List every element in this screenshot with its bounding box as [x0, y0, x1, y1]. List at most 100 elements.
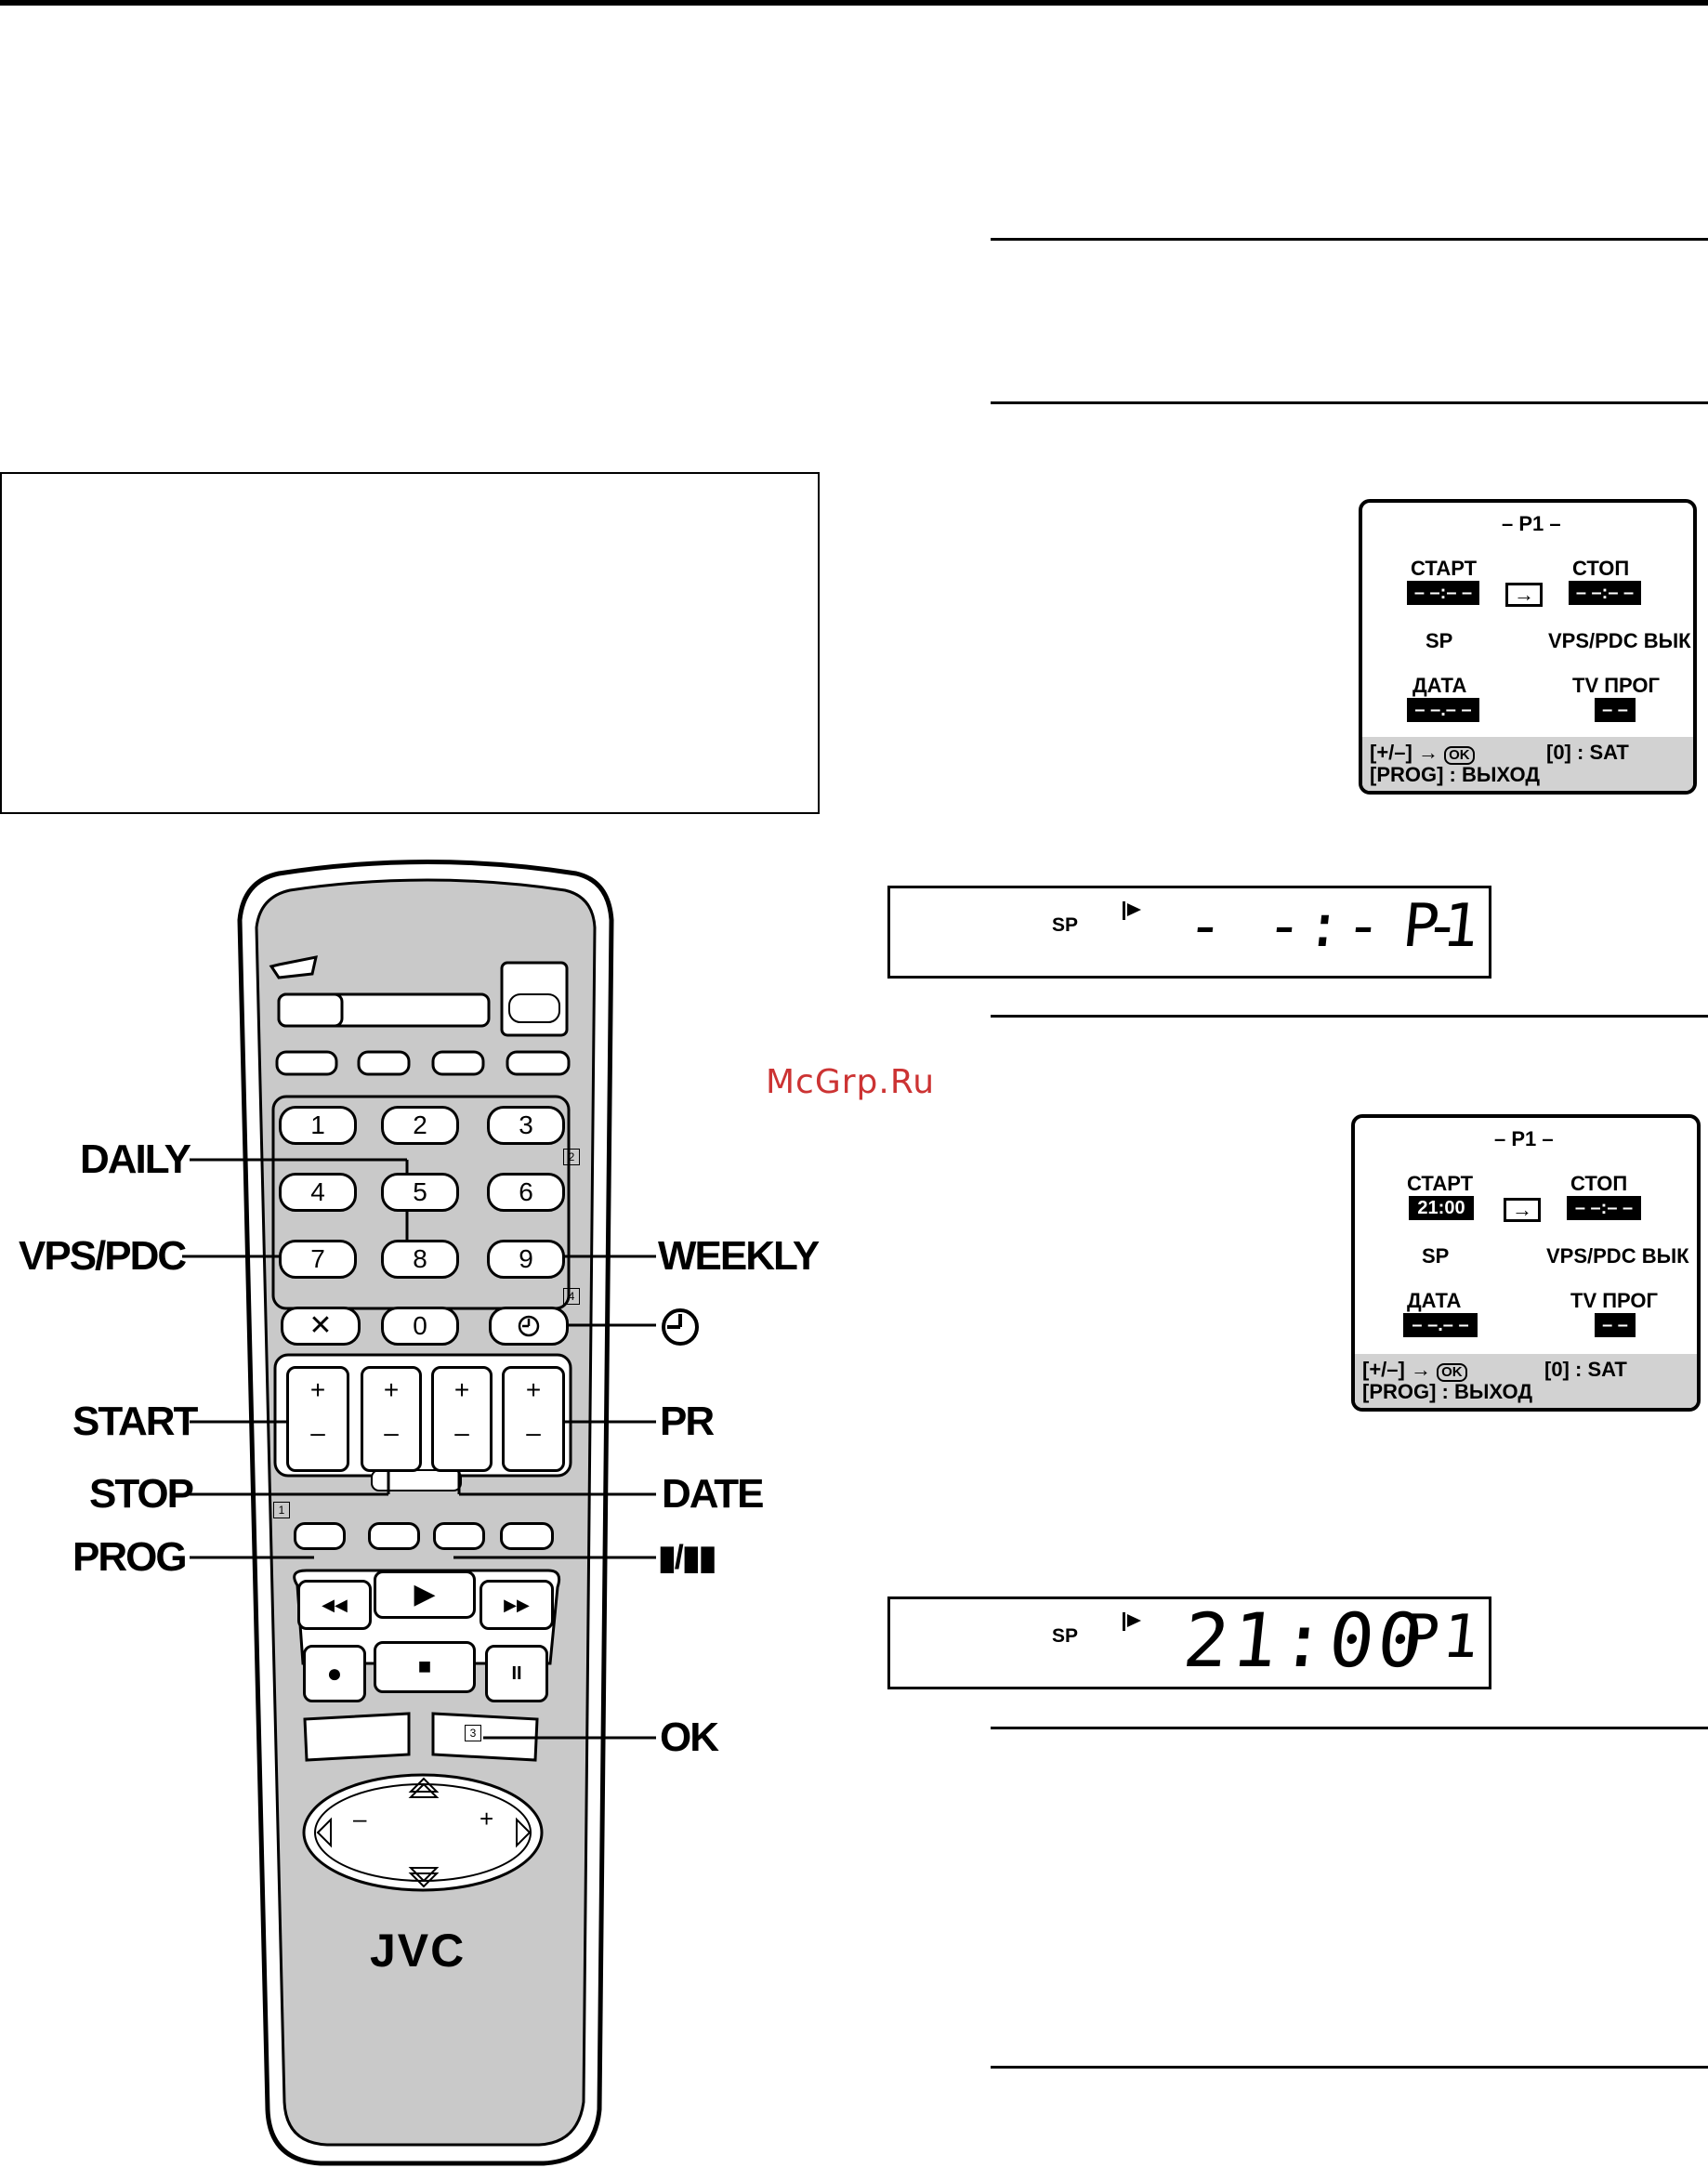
callout-prog: PROG — [72, 1534, 188, 1580]
osd-vps-pdc: VPS/PDC ВЫК — [1546, 1244, 1689, 1268]
marker-4: 4 — [563, 1288, 580, 1305]
timer-button[interactable] — [489, 1307, 569, 1346]
osd-date-label: ДАТА — [1407, 1289, 1462, 1312]
osd-speed: SP — [1422, 1244, 1450, 1268]
osd-stop-value: – –:– – — [1569, 581, 1641, 605]
number-key-5[interactable]: 5 — [381, 1173, 459, 1212]
clock-icon — [662, 1308, 699, 1346]
rewind-button[interactable]: ◀◀ — [297, 1580, 372, 1630]
lcd-speed: SP — [1052, 1625, 1079, 1647]
jog-plus[interactable]: + — [480, 1805, 494, 1833]
callout-date: DATE — [662, 1471, 765, 1517]
timer-arrow-icon — [1123, 1612, 1141, 1631]
osd-stop-value: – –:– – — [1567, 1196, 1641, 1220]
number-key-2[interactable]: 2 — [381, 1106, 459, 1145]
clock-icon — [518, 1315, 540, 1337]
vcr-display-2: SP 21:00 P1 — [887, 1596, 1491, 1689]
osd-stop-label: СТОП — [1570, 1172, 1628, 1195]
prog-button[interactable] — [294, 1522, 346, 1550]
cancel-button[interactable]: ✕ — [281, 1307, 361, 1346]
section-rule — [991, 1015, 1708, 1018]
osd-date-value: – –.– – — [1407, 698, 1479, 722]
osd-ok-icon: OK — [1437, 1363, 1467, 1382]
top-rule — [0, 0, 1708, 6]
pr-rocker[interactable]: +– — [502, 1366, 565, 1472]
osd-date-label: ДАТА — [1412, 674, 1467, 697]
osd-help-sat: [0] : SAT — [1546, 741, 1629, 764]
number-key-1[interactable]: 1 — [279, 1106, 357, 1145]
number-key-7[interactable]: 7 — [279, 1240, 357, 1279]
osd-ok-icon: OK — [1444, 746, 1475, 765]
date-rocker[interactable]: +– — [431, 1366, 493, 1472]
osd-stop-label: СТОП — [1572, 557, 1630, 580]
osd-date-value: – –.– – — [1403, 1313, 1478, 1337]
osd-tv-prog-label: TV ПРОГ — [1570, 1289, 1659, 1312]
timer-arrow-icon — [1123, 901, 1141, 920]
number-key-6[interactable]: 6 — [487, 1173, 565, 1212]
jog-minus[interactable]: – — [353, 1805, 367, 1833]
pause-button[interactable]: II — [485, 1645, 548, 1702]
osd-help-plusminus: [+/–] — [1370, 741, 1412, 764]
osd-help-arrow: → — [1417, 741, 1439, 764]
osd-help-sat: [0] : SAT — [1544, 1358, 1627, 1381]
osd-screen-2: – P1 – СТАРТ 21:00 → СТОП – –:– – SP VPS… — [1351, 1114, 1701, 1412]
start-rocker[interactable]: +– — [286, 1366, 349, 1472]
callout-daily: DAILY — [80, 1137, 191, 1182]
number-key-8[interactable]: 8 — [381, 1240, 459, 1279]
number-key-3[interactable]: 3 — [487, 1106, 565, 1145]
marker-3: 3 — [465, 1725, 481, 1741]
osd-start-value: – –:– – — [1407, 581, 1479, 605]
osd-tv-prog-label: TV ПРОГ — [1572, 674, 1661, 697]
section-rule — [991, 401, 1708, 404]
osd-start-value: 21:00 — [1409, 1196, 1474, 1220]
marker-2: 2 — [563, 1149, 580, 1165]
section-rule — [991, 238, 1708, 241]
osd-screen-1: – P1 – СТАРТ – –:– – → СТОП – –:– – SP V… — [1359, 499, 1697, 795]
watermark: McGrp.Ru — [766, 1063, 936, 1101]
callout-ok: OK — [660, 1715, 719, 1760]
osd-arrow: → — [1505, 583, 1543, 607]
osd-vps-pdc: VPS/PDC ВЫК — [1548, 629, 1691, 652]
section-rule — [991, 2066, 1708, 2069]
osd-program: – P1 – — [1494, 1127, 1554, 1150]
osd-start-label: СТАРТ — [1407, 1172, 1474, 1195]
note-box — [0, 472, 820, 814]
fast-forward-button[interactable]: ▶▶ — [480, 1580, 554, 1630]
vcr-display-1: SP - -:- - P1 — [887, 886, 1491, 979]
osd-help-exit: [PROG] : ВЫХОД — [1362, 1380, 1533, 1403]
osd-tv-prog-value: – – — [1595, 698, 1636, 722]
number-key-0[interactable]: 0 — [381, 1307, 459, 1346]
section-rule — [991, 1727, 1708, 1729]
blank-button[interactable] — [368, 1522, 420, 1550]
play-button[interactable]: ▶ — [374, 1570, 476, 1619]
osd-speed: SP — [1426, 629, 1453, 652]
callout-weekly: WEEKLY — [658, 1233, 820, 1279]
osd-help-footer: [+/–] → OK [0] : SAT [PROG] : ВЫХОД — [1355, 1354, 1697, 1408]
speed-button[interactable] — [433, 1522, 485, 1550]
callout-vps-pdc: VPS/PDC — [19, 1233, 187, 1279]
osd-help-arrow: → — [1410, 1358, 1431, 1381]
lcd-program: P1 — [1399, 1603, 1486, 1672]
brand-logo: JVC — [370, 1925, 466, 1977]
blank-button[interactable] — [500, 1522, 554, 1550]
lcd-program: P1 — [1399, 892, 1486, 961]
callout-speed: ▮/▮▮ — [658, 1538, 716, 1576]
lcd-digits: 21:00 — [1179, 1597, 1431, 1684]
callout-start: START — [72, 1399, 198, 1444]
stop-rocker[interactable]: +– — [361, 1366, 422, 1472]
record-button[interactable]: ● — [303, 1645, 366, 1702]
marker-1: 1 — [273, 1502, 290, 1518]
osd-help-plusminus: [+/–] — [1362, 1358, 1405, 1381]
osd-help-exit: [PROG] : ВЫХОД — [1370, 763, 1541, 786]
osd-arrow: → — [1504, 1198, 1541, 1222]
osd-help-footer: [+/–] → OK [0] : SAT [PROG] : ВЫХОД — [1362, 737, 1693, 791]
callout-pr: PR — [660, 1399, 715, 1444]
lcd-speed: SP — [1052, 914, 1079, 936]
stop-button[interactable]: ■ — [374, 1641, 476, 1693]
callout-stop: STOP — [89, 1471, 194, 1517]
osd-program: – P1 – — [1502, 512, 1561, 535]
osd-tv-prog-value: – – — [1595, 1313, 1636, 1337]
number-key-4[interactable]: 4 — [279, 1173, 357, 1212]
number-key-9[interactable]: 9 — [487, 1240, 565, 1279]
osd-start-label: СТАРТ — [1411, 557, 1478, 580]
